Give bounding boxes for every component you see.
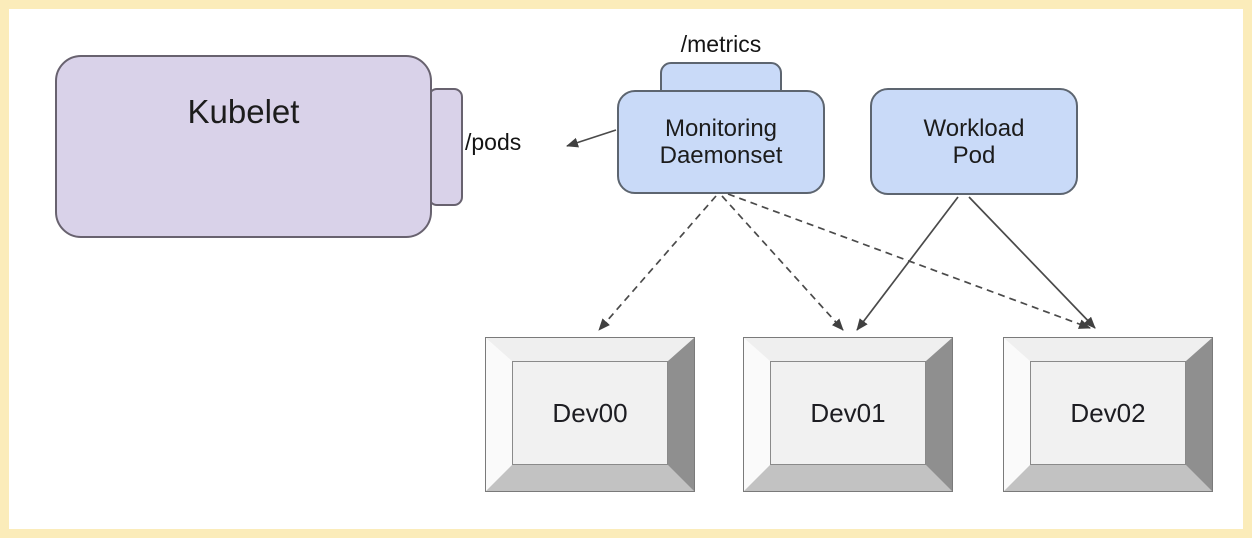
node-dev00-label: Dev00	[552, 397, 628, 428]
edge-monitoring-to-dev02-dashed	[727, 193, 1091, 329]
edge-monitoring-to-pods-solid	[566, 129, 617, 148]
node-workload-pod-label: Workload Pod	[923, 114, 1025, 169]
node-kubelet: Kubelet	[55, 55, 432, 238]
node-dev01-label: Dev01	[810, 397, 886, 428]
edge-workload-to-dev01-solid	[856, 196, 959, 331]
node-dev02: Dev02	[1003, 337, 1213, 492]
dev01-face: Dev01	[770, 361, 926, 465]
edge-monitoring-to-dev01-dashed	[721, 195, 844, 331]
dev02-bevel: Dev02	[1004, 338, 1212, 491]
dev00-outline	[485, 337, 695, 492]
node-workload-pod: Workload Pod	[870, 88, 1078, 195]
pods-endpoint-label: /pods	[465, 129, 522, 155]
metrics-endpoint-label: /metrics	[680, 31, 762, 57]
edge-monitoring-to-dev00-dashed	[598, 195, 717, 331]
node-kubelet-label: Kubelet	[187, 93, 300, 130]
node-monitoring-daemonset-label: Monitoring Daemonset	[659, 115, 783, 169]
dev02-face: Dev02	[1030, 361, 1186, 465]
dev02-outline	[1003, 337, 1213, 492]
node-dev00: Dev00	[485, 337, 695, 492]
dev00-bevel: Dev00	[486, 338, 694, 491]
kubelet-port-shape	[428, 88, 463, 206]
node-dev01: Dev01	[743, 337, 953, 492]
dev01-bevel: Dev01	[744, 338, 952, 491]
dev00-face: Dev00	[512, 361, 668, 465]
dev01-outline	[743, 337, 953, 492]
edge-workload-to-dev02-solid	[968, 196, 1096, 329]
node-monitoring-daemonset: Monitoring Daemonset	[617, 90, 825, 194]
node-dev02-label: Dev02	[1070, 397, 1146, 428]
